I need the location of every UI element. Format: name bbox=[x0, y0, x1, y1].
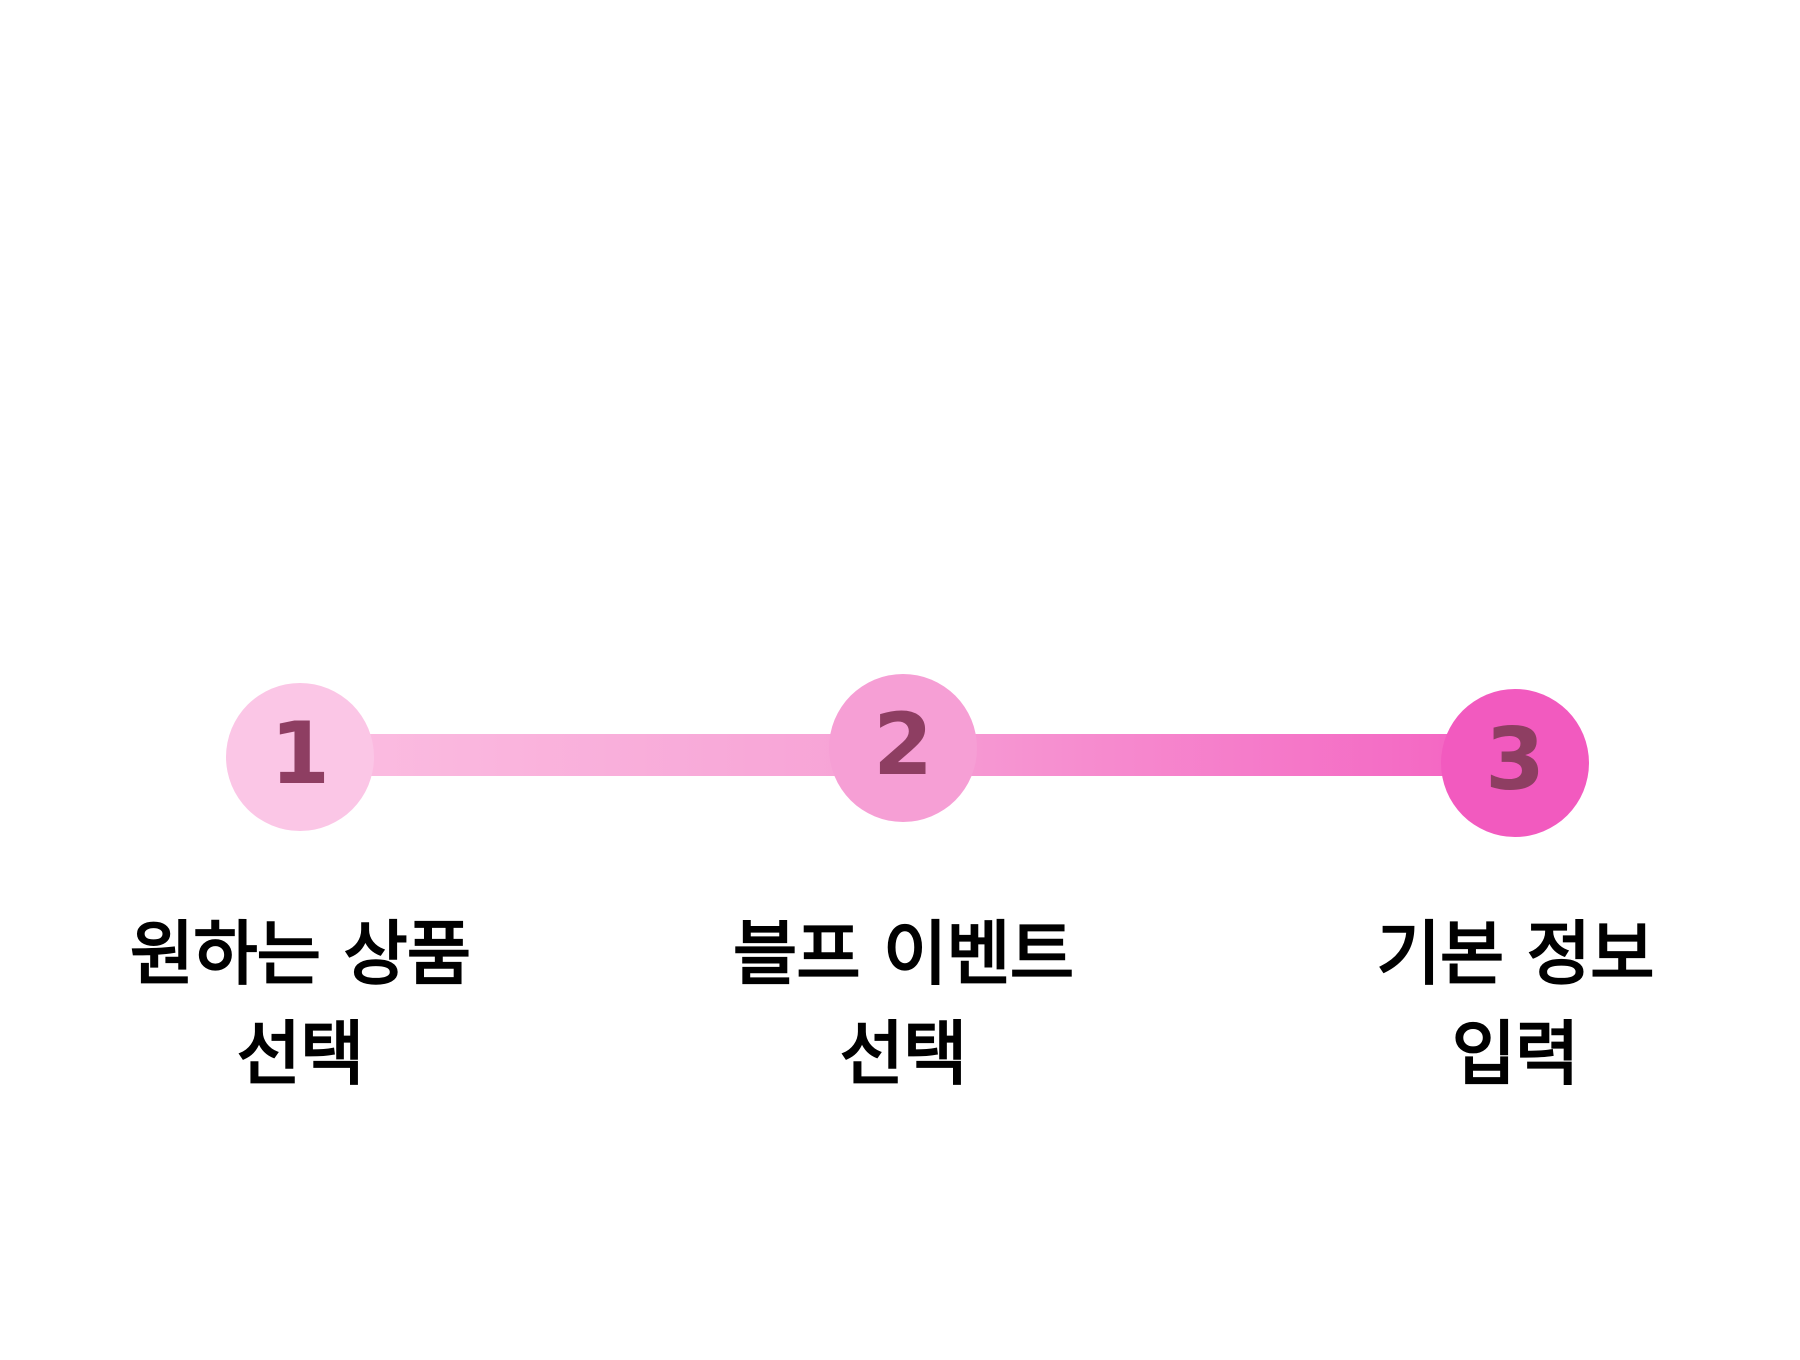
step-2-label: 블프 이벤트 선택 bbox=[603, 904, 1203, 1104]
step-1-circle[interactable]: 1 bbox=[226, 683, 374, 831]
step-3-number: 3 bbox=[1485, 710, 1545, 810]
step-2: 2 블프 이벤트 선택 bbox=[603, 0, 1203, 1360]
step-1-number: 1 bbox=[270, 704, 330, 804]
step-2-label-line1: 블프 이벤트 bbox=[732, 913, 1074, 995]
step-2-circle[interactable]: 2 bbox=[829, 674, 977, 822]
step-1-label: 원하는 상품 선택 bbox=[0, 904, 600, 1104]
step-3: 3 기본 정보 입력 bbox=[1215, 0, 1800, 1360]
step-3-label: 기본 정보 입력 bbox=[1215, 904, 1800, 1104]
step-3-label-line2: 입력 bbox=[1451, 1013, 1580, 1095]
step-2-label-line2: 선택 bbox=[839, 1013, 968, 1095]
step-3-label-line1: 기본 정보 bbox=[1376, 913, 1655, 995]
step-1-label-line2: 선택 bbox=[236, 1013, 365, 1095]
step-1-label-line1: 원하는 상품 bbox=[129, 913, 471, 995]
step-2-number: 2 bbox=[873, 695, 933, 795]
step-3-circle[interactable]: 3 bbox=[1441, 689, 1589, 837]
step-1: 1 원하는 상품 선택 bbox=[0, 0, 600, 1360]
